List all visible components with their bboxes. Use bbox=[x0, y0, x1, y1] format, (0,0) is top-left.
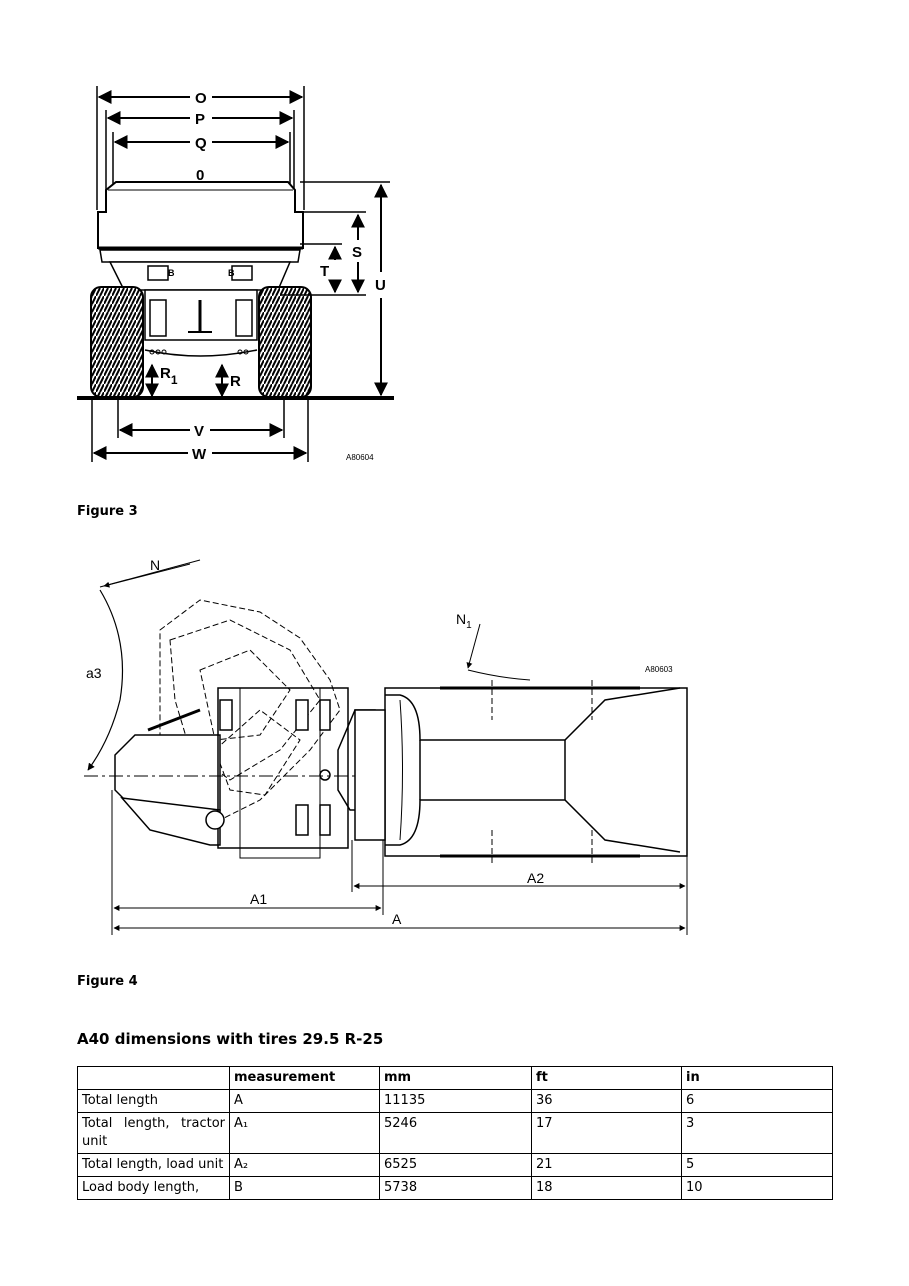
label-V: V bbox=[194, 423, 204, 440]
figure-4-code: A80603 bbox=[645, 665, 673, 674]
table-cell: 10 bbox=[681, 1176, 833, 1200]
label-a3: a3 bbox=[86, 665, 102, 681]
table-header-cell: measurement bbox=[229, 1066, 380, 1090]
label-A1: A1 bbox=[250, 891, 267, 907]
figure-4-caption: Figure 4 bbox=[77, 974, 138, 989]
figure-3-caption: Figure 3 bbox=[77, 504, 138, 519]
figure-3-code: A80604 bbox=[346, 453, 374, 462]
table-cell: 21 bbox=[531, 1153, 682, 1177]
table-cell: 5738 bbox=[379, 1176, 532, 1200]
dimensions-table: measurement mm ft in Total length A 1113… bbox=[77, 1066, 833, 1200]
label-W: W bbox=[192, 446, 207, 463]
table-header-cell: ft bbox=[531, 1066, 682, 1090]
table-row: Total length A 11135 36 6 bbox=[77, 1089, 833, 1113]
table-cell: 5246 bbox=[379, 1112, 532, 1154]
table-cell: Load body length, bbox=[77, 1176, 230, 1200]
figure-3-rear-view-drawing: O P Q 0 S T U B B R1 R V W A80604 bbox=[77, 86, 394, 463]
label-S: S bbox=[352, 244, 362, 261]
table-header-cell bbox=[77, 1066, 230, 1090]
label-A2: A2 bbox=[527, 870, 544, 886]
table-cell: Total length bbox=[77, 1089, 230, 1113]
label-B-right: B bbox=[228, 268, 235, 278]
table-row: Total length, load unit A₂ 6525 21 5 bbox=[77, 1153, 833, 1177]
table-cell: 11135 bbox=[379, 1089, 532, 1113]
table-cell: Total length, tractor unit bbox=[77, 1112, 230, 1154]
table-cell: 3 bbox=[681, 1112, 833, 1154]
figure-4-top-view-drawing: N N1 a3 A80603 A2 A1 A bbox=[84, 557, 688, 935]
label-R: R bbox=[230, 373, 241, 390]
table-cell: 17 bbox=[531, 1112, 682, 1154]
table-header-cell: mm bbox=[379, 1066, 532, 1090]
table-cell: A₂ bbox=[229, 1153, 380, 1177]
table-cell: A₁ bbox=[229, 1112, 380, 1154]
table-row: Load body length, B 5738 18 10 bbox=[77, 1176, 833, 1200]
table-cell: 5 bbox=[681, 1153, 833, 1177]
label-zero: 0 bbox=[196, 167, 204, 184]
label-N: N bbox=[150, 557, 160, 573]
label-O: O bbox=[195, 90, 207, 107]
table-header-cell: in bbox=[681, 1066, 833, 1090]
table-header-row: measurement mm ft in bbox=[77, 1066, 833, 1090]
label-U: U bbox=[375, 277, 386, 294]
label-P: P bbox=[195, 111, 205, 128]
table-cell: 18 bbox=[531, 1176, 682, 1200]
table-cell: B bbox=[229, 1176, 380, 1200]
table-cell: A bbox=[229, 1089, 380, 1113]
table-cell: 6525 bbox=[379, 1153, 532, 1177]
table-row: Total length, tractor unit A₁ 5246 17 3 bbox=[77, 1112, 833, 1154]
table-cell: Total length, load unit bbox=[77, 1153, 230, 1177]
label-A: A bbox=[392, 911, 402, 927]
label-T: T bbox=[320, 263, 329, 280]
section-title: A40 dimensions with tires 29.5 R-25 bbox=[77, 1030, 384, 1048]
label-N1: N1 bbox=[456, 611, 472, 631]
table-cell: 6 bbox=[681, 1089, 833, 1113]
label-Q: Q bbox=[195, 135, 207, 152]
table-cell: 36 bbox=[531, 1089, 682, 1113]
label-B-left: B bbox=[168, 268, 175, 278]
label-R1: R1 bbox=[160, 365, 178, 387]
